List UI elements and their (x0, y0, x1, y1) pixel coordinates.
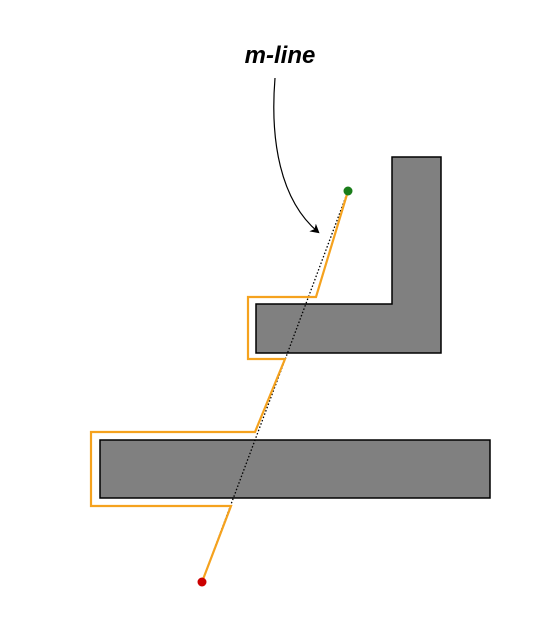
m-line (201, 190, 349, 583)
obstacle-l-shape (255, 156, 442, 354)
robot-path (89, 190, 350, 583)
obstacle-bar (99, 439, 491, 499)
start-point (197, 577, 207, 587)
m-line-label: m-line (245, 42, 316, 69)
goal-point (343, 186, 353, 196)
annotation-arrow (273, 77, 320, 234)
